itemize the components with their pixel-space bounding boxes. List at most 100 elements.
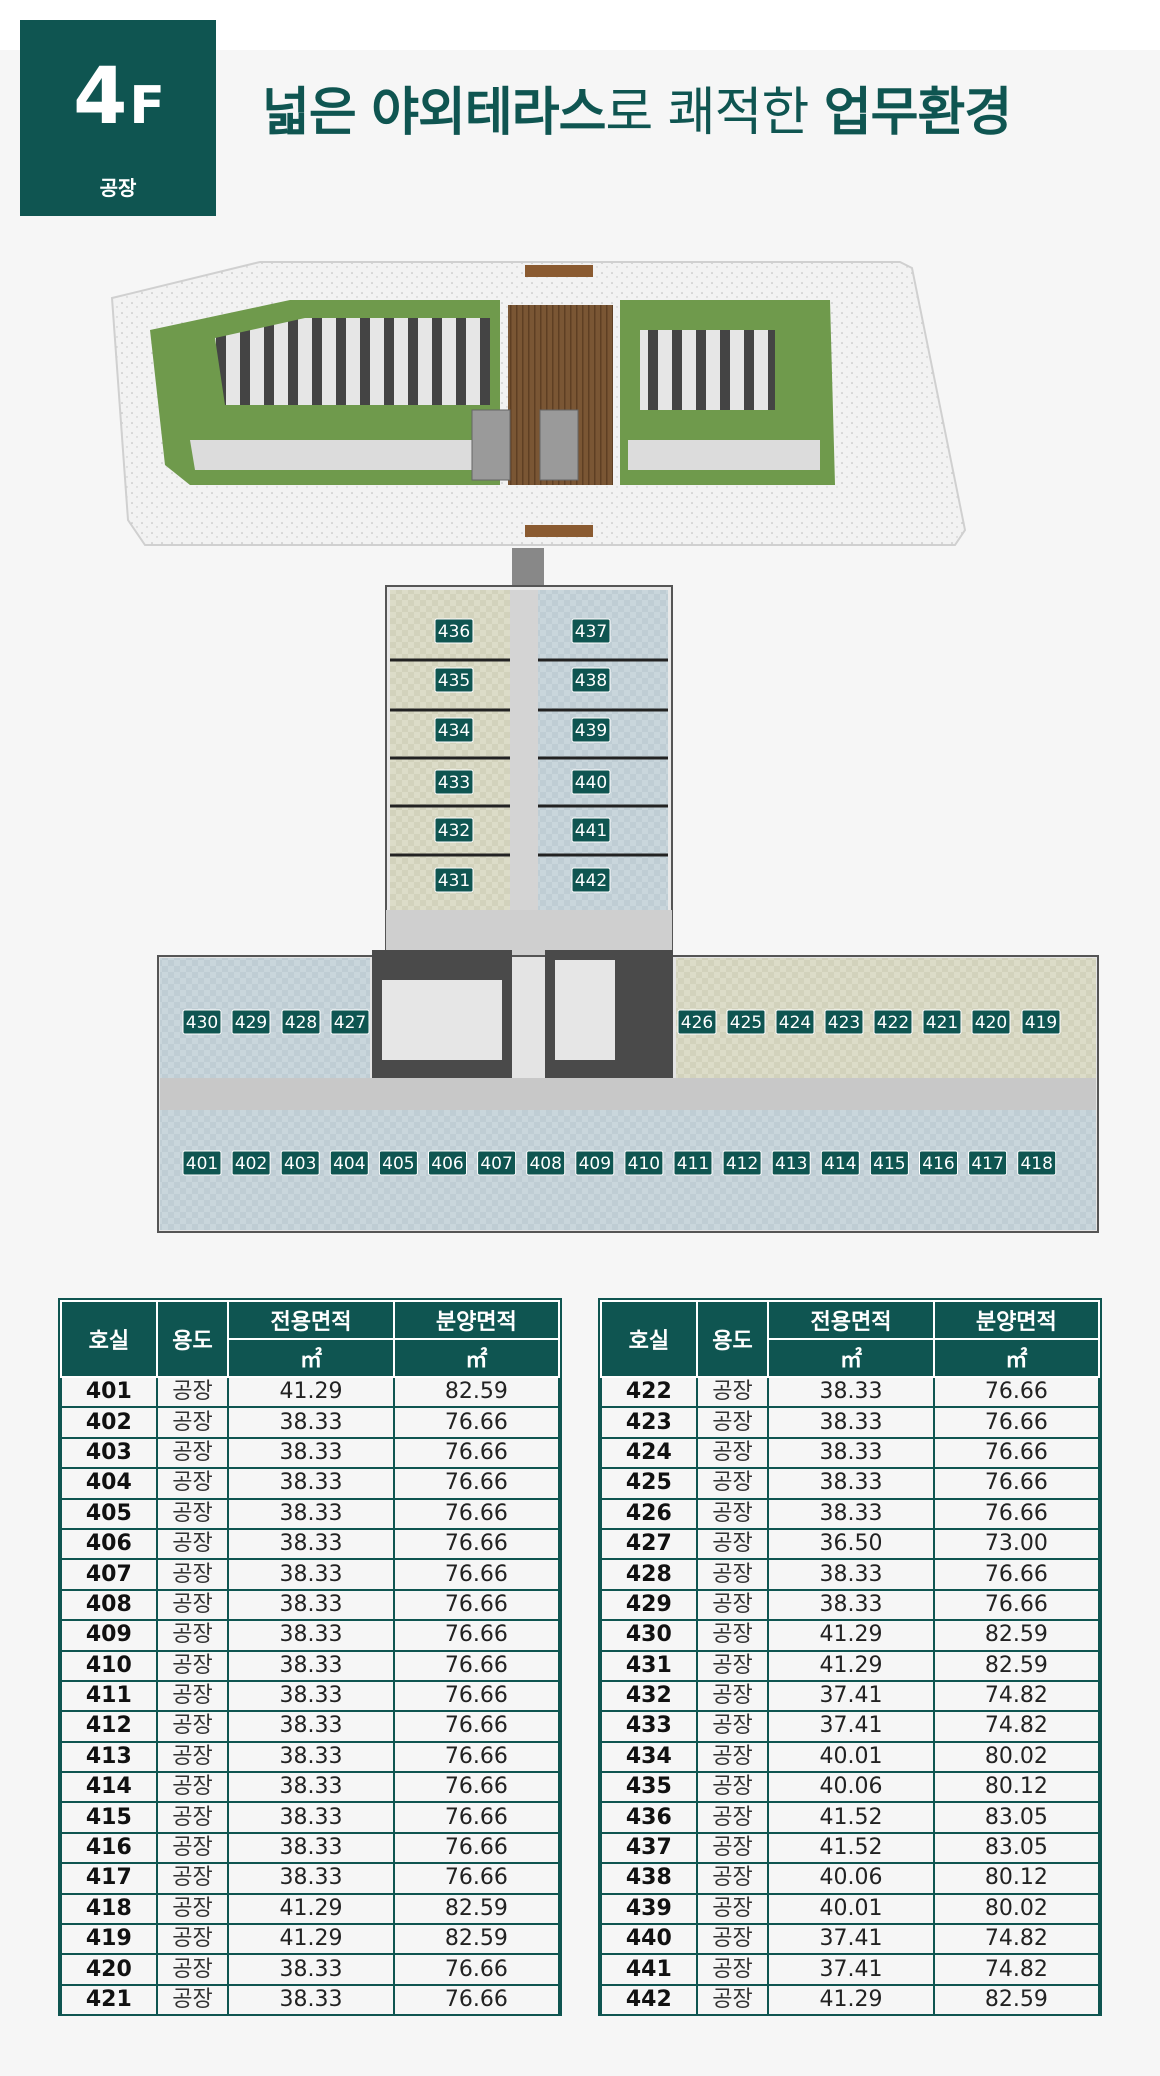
exclusive-area-cell: 38.33 [227,1953,395,1986]
exclusive-area-cell: 38.33 [227,1710,395,1743]
exclusive-area-cell: 38.33 [227,1619,395,1652]
use-cell: 공장 [155,1527,230,1561]
use-cell: 공장 [695,1831,770,1865]
use-cell: 공장 [695,1436,770,1470]
use-cell: 공장 [695,1983,770,2017]
exclusive-area-cell: 38.33 [227,1771,395,1804]
use-cell: 공장 [155,1558,230,1591]
sale-area-cell: 74.82 [932,1953,1101,1986]
use-cell: 공장 [695,1588,770,1622]
exclusive-area-cell: 40.06 [767,1771,935,1804]
sale-area-cell: 76.66 [392,1801,561,1834]
exclusive-area-cell: 40.01 [767,1892,935,1926]
unit-label-428: 428 [281,1009,321,1035]
use-cell: 공장 [695,1923,770,1956]
room-cell: 428 [600,1558,698,1591]
exclusive-area-cell: 38.33 [767,1436,935,1470]
unit-label-404: 404 [329,1150,369,1176]
unit-label-420: 420 [971,1009,1011,1035]
use-cell: 공장 [155,1771,230,1804]
sale-area-cell: 76.66 [392,1862,561,1895]
room-cell: 424 [600,1436,698,1470]
unit-label-416: 416 [919,1150,958,1176]
sale-area-cell: 80.02 [932,1740,1101,1774]
sale-area-cell: 82.59 [392,1923,561,1956]
sale-area-cell: 76.66 [932,1558,1101,1591]
room-cell: 437 [600,1831,698,1865]
unit-label-439: 439 [571,717,611,743]
svg-text:436: 436 [438,622,470,642]
use-cell: 공장 [155,1862,230,1895]
exclusive-area-cell: 38.33 [767,1558,935,1591]
sale-area-cell: 76.66 [392,1527,561,1561]
sale-area-cell: 76.66 [392,1740,561,1774]
exclusive-area-cell: 38.33 [767,1467,935,1500]
exclusive-area-cell: 38.33 [767,1406,935,1439]
use-cell: 공장 [155,1801,230,1834]
svg-text:409: 409 [579,1154,611,1174]
sale-area-cell: 83.05 [932,1801,1101,1834]
exclusive-area-cell: 41.52 [767,1831,935,1865]
use-cell: 공장 [695,1467,770,1500]
wing-block [157,950,1099,1233]
svg-text:401: 401 [186,1154,218,1174]
svg-text:431: 431 [438,871,470,891]
header-sale-area: 분양면적 [932,1300,1101,1340]
svg-text:410: 410 [628,1154,660,1174]
unit-label-427: 427 [330,1009,370,1035]
sale-area-cell: 76.66 [392,1406,561,1439]
svg-text:402: 402 [235,1154,267,1174]
use-cell: 공장 [695,1679,770,1713]
unit-label-431: 431 [434,867,474,893]
svg-text:440: 440 [575,773,607,793]
header-room: 호실 [600,1300,698,1378]
unit-label-435: 435 [434,667,474,693]
room-cell: 426 [600,1497,698,1530]
sale-area-cell: 76.66 [392,1710,561,1743]
header-unit: ㎡ [932,1338,1101,1378]
exclusive-area-cell: 38.33 [767,1375,935,1409]
headline-word-1: 넓은 [262,83,357,143]
use-cell: 공장 [155,1375,230,1409]
use-cell: 공장 [155,1740,230,1774]
unit-label-402: 402 [231,1150,271,1176]
svg-text:422: 422 [877,1013,909,1033]
unit-label-413: 413 [771,1150,811,1176]
sale-area-cell: 74.82 [932,1923,1101,1956]
room-cell: 435 [600,1771,698,1804]
sale-area-cell: 83.05 [932,1831,1101,1865]
use-cell: 공장 [695,1375,770,1409]
svg-text:406: 406 [431,1154,463,1174]
unit-label-415: 415 [869,1150,909,1176]
header-exclusive-area: 전용면적 [227,1300,395,1340]
room-cell: 429 [600,1588,698,1622]
svg-text:413: 413 [775,1154,807,1174]
unit-label-411: 411 [673,1150,713,1176]
use-cell: 공장 [695,1801,770,1834]
sale-area-cell: 76.66 [932,1436,1101,1470]
sale-area-cell: 76.66 [392,1983,561,2017]
room-cell: 409 [60,1619,158,1652]
exclusive-area-cell: 38.33 [227,1831,395,1865]
room-cell: 403 [60,1436,158,1470]
svg-text:421: 421 [926,1013,958,1033]
use-cell: 공장 [695,1619,770,1652]
svg-text:434: 434 [438,721,470,741]
room-cell: 425 [600,1467,698,1500]
